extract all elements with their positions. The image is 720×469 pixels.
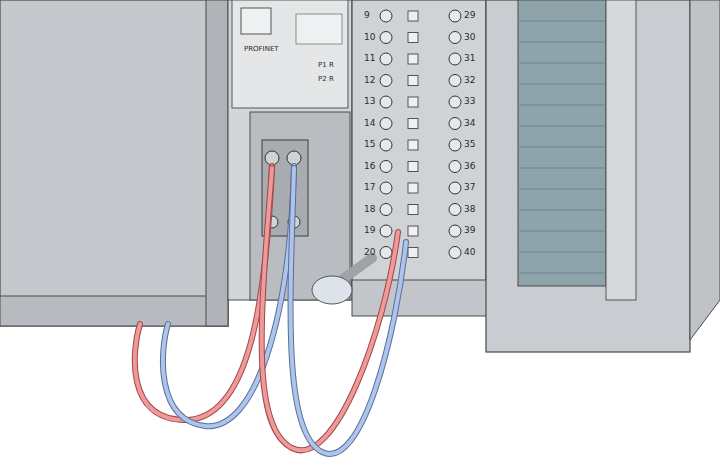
strip-line [518, 210, 606, 211]
terminal-number: 33 [464, 97, 475, 106]
screw [265, 151, 279, 165]
test-socket [408, 205, 418, 215]
strip-line [518, 126, 606, 127]
strip-line [518, 231, 606, 232]
terminal-number: 20 [364, 248, 375, 257]
terminal-number: 16 [364, 162, 375, 171]
screw [449, 53, 461, 65]
screw [380, 118, 392, 130]
terminal-number: 34 [464, 119, 475, 128]
terminal-number: 40 [464, 248, 475, 257]
screw [380, 75, 392, 87]
test-socket [408, 226, 418, 236]
terminal-number: 9 [364, 11, 370, 20]
latch-cap [312, 276, 352, 304]
terminal-number: 39 [464, 226, 475, 235]
terminal-number: 38 [464, 205, 475, 214]
test-socket [408, 11, 418, 21]
test-socket [408, 119, 418, 129]
test-socket [408, 140, 418, 150]
screw [380, 53, 392, 65]
led-field [296, 14, 342, 44]
label-strip [518, 0, 606, 286]
screw [380, 225, 392, 237]
strip-line [518, 147, 606, 148]
terminal-number: 19 [364, 226, 375, 235]
terminal-number: 11 [364, 54, 375, 63]
strip-line [518, 273, 606, 274]
screw [380, 161, 392, 173]
module-edge [690, 0, 720, 340]
test-socket [408, 97, 418, 107]
strip-line [518, 21, 606, 22]
screw [380, 32, 392, 44]
door-bottom [0, 296, 228, 326]
module-side [606, 0, 636, 300]
port-label: P1 R [318, 62, 334, 69]
terminal-number: 15 [364, 140, 375, 149]
test-socket [408, 76, 418, 86]
test-socket [408, 33, 418, 43]
screw [380, 204, 392, 216]
screw [449, 75, 461, 87]
port-label: P2 R [318, 76, 334, 83]
front-connector [352, 0, 486, 292]
cpu-door [0, 0, 228, 326]
screw [380, 139, 392, 151]
terminal-number: 13 [364, 97, 375, 106]
strip-line [518, 42, 606, 43]
screw [449, 10, 461, 22]
screw [449, 204, 461, 216]
connector-base [352, 280, 492, 316]
cpu-panel [232, 0, 348, 108]
terminal-number: 14 [364, 119, 375, 128]
screw [449, 139, 461, 151]
io-module [486, 0, 690, 352]
screw [449, 182, 461, 194]
cpu-label: PROFINET [244, 46, 279, 53]
terminal-number: 32 [464, 76, 475, 85]
screw [449, 32, 461, 44]
strip-line [518, 252, 606, 253]
terminal-number: 35 [464, 140, 475, 149]
terminal-number: 18 [364, 205, 375, 214]
terminal-number: 31 [464, 54, 475, 63]
strip-line [518, 105, 606, 106]
wires [135, 166, 406, 454]
strip-line [518, 63, 606, 64]
terminal-number: 30 [464, 33, 475, 42]
terminal-number: 10 [364, 33, 375, 42]
terminal-screws [380, 10, 461, 259]
screw [449, 161, 461, 173]
terminal-number: 12 [364, 76, 375, 85]
screw [380, 247, 392, 259]
screw [380, 10, 392, 22]
screw [380, 96, 392, 108]
door-edge [206, 0, 228, 326]
terminal-number: 36 [464, 162, 475, 171]
screw [449, 247, 461, 259]
terminal-number: 37 [464, 183, 475, 192]
screw [449, 118, 461, 130]
test-socket [408, 54, 418, 64]
screw [449, 225, 461, 237]
test-socket [408, 248, 418, 258]
strip-line [518, 84, 606, 85]
test-socket [408, 162, 418, 172]
screw [287, 151, 301, 165]
terminal-number: 29 [464, 11, 475, 20]
test-socket [408, 183, 418, 193]
terminal-number: 17 [364, 183, 375, 192]
screw [449, 96, 461, 108]
screw [380, 182, 392, 194]
strip-lines [518, 21, 606, 273]
strip-line [518, 168, 606, 169]
strip-line [518, 189, 606, 190]
status-window [241, 8, 271, 34]
